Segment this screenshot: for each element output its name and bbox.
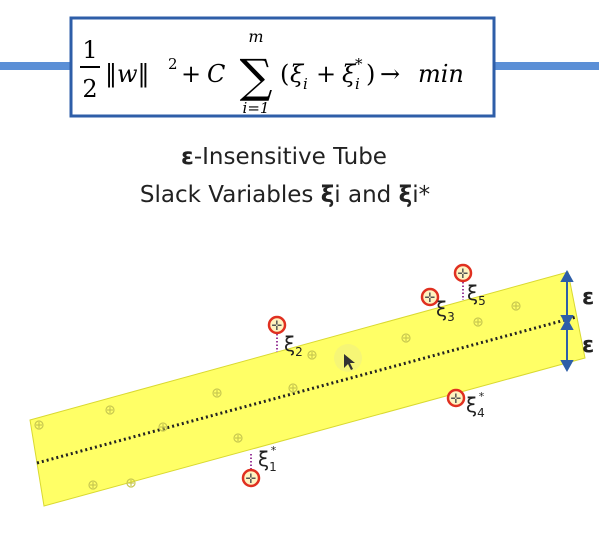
- svg-text:✛: ✛: [246, 472, 257, 487]
- title-line-1-text: -Insensitive Tube: [194, 144, 387, 170]
- formula-sum-symbol: ∑: [240, 49, 273, 103]
- data-point: [401, 333, 411, 343]
- data-point: [307, 350, 317, 360]
- formula-xi-star-subscript: i: [355, 75, 360, 93]
- data-point: [511, 301, 521, 311]
- formula-box: 1 2 ‖w‖ 2 + C m ∑ i=1 ( ξ i + ξ i * ) → …: [69, 16, 496, 118]
- regression-line: [36, 315, 577, 465]
- epsilon-upper-arrow: [560, 269, 574, 328]
- formula-norm: ‖w‖: [105, 60, 150, 89]
- epsilon-lower-arrow: [560, 317, 574, 373]
- slack-label-xi-2: ξ2: [284, 332, 303, 359]
- formula-xi-star: ξ: [342, 60, 357, 88]
- data-point: [473, 317, 483, 327]
- formula-close-paren: ): [366, 60, 375, 88]
- data-point: [88, 480, 98, 490]
- outlier-point-3: ✛: [420, 287, 440, 307]
- formula-arrow: →: [380, 60, 400, 88]
- points-inside-tube: [34, 301, 521, 490]
- formula-norm-exponent: 2: [168, 55, 178, 73]
- left-accent-bar: [0, 62, 70, 70]
- outlier-point-1-star: ✛: [241, 468, 261, 488]
- formula-sum-lower: i=1: [243, 99, 270, 117]
- formula-sum-upper: m: [248, 27, 263, 46]
- slack-label-xi-5: ξ5: [467, 281, 486, 308]
- title-line-1: ε-Insensitive Tube: [181, 144, 387, 170]
- slack-label-xi-3: ξ3: [436, 297, 455, 324]
- data-point: [288, 383, 298, 393]
- data-point: [212, 388, 222, 398]
- title-line-2: Slack Variables ξi and ξi*: [140, 182, 430, 208]
- svg-text:✛: ✛: [425, 291, 436, 306]
- title-xi-2-rest: i*: [412, 182, 430, 208]
- slack-label-xi-1-star: ξ1*: [258, 444, 277, 474]
- right-accent-bar: [494, 62, 599, 70]
- outlier-point-2: ✛: [267, 315, 287, 335]
- title-xi-1: ξ: [321, 182, 335, 208]
- data-point: [105, 405, 115, 415]
- formula-plus-2: +: [316, 60, 336, 88]
- epsilon-lower-label: ε: [582, 333, 594, 358]
- title-xi-1-rest: i and: [334, 182, 398, 208]
- title-line-2-prefix: Slack Variables: [140, 182, 321, 208]
- svg-text:✛: ✛: [451, 392, 462, 407]
- mouse-cursor-icon: [334, 344, 362, 372]
- formula-half-denominator: 2: [82, 75, 97, 103]
- formula-c: C: [207, 60, 225, 88]
- title-xi-2: ξ: [399, 182, 413, 208]
- svg-text:✛: ✛: [458, 267, 469, 282]
- formula-half-numerator: 1: [82, 36, 97, 64]
- data-point: [233, 433, 243, 443]
- outlier-point-4-star: ✛: [446, 388, 466, 408]
- formula-plus: +: [181, 60, 201, 88]
- epsilon-symbol: ε: [181, 144, 194, 170]
- slack-label-xi-4-star: ξ4*: [466, 390, 485, 420]
- data-point: [158, 422, 168, 432]
- data-point: [34, 420, 44, 430]
- epsilon-upper-label: ε: [582, 285, 594, 310]
- formula-min: min: [418, 60, 464, 88]
- data-point: [126, 478, 136, 488]
- outlier-point-5: ✛: [453, 263, 473, 283]
- formula-xi: ξ: [290, 60, 305, 88]
- svg-text:✛: ✛: [272, 319, 283, 334]
- formula-xi-star-superscript: *: [355, 55, 363, 73]
- formula-open-paren: (: [280, 60, 289, 88]
- formula-xi-subscript: i: [303, 75, 308, 93]
